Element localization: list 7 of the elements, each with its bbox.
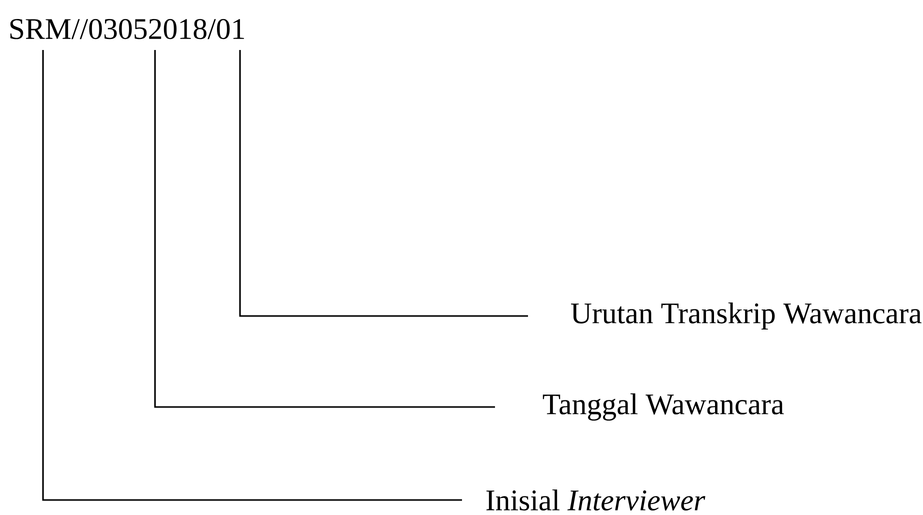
leader-line [154,50,495,408]
label-text: Urutan Transkrip Wawancara [570,302,922,330]
code-text: SRM//03052018/01 [10,18,244,40]
leader-line [239,50,528,317]
leader-line [42,50,462,501]
label-text: Inisial Interviewer [486,489,706,511]
label-text: Tanggal Wawancara [542,393,784,421]
